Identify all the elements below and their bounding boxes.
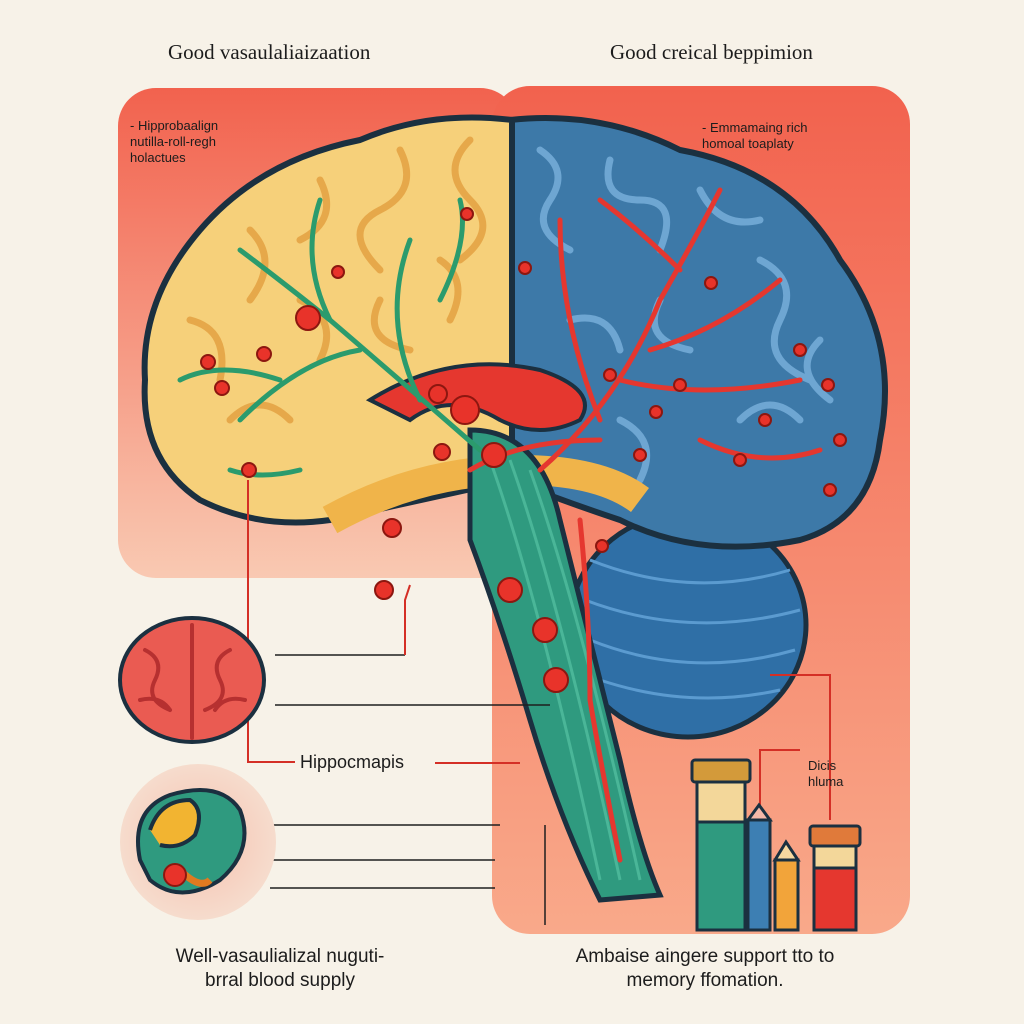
- left-panel-title: Good vasaulaliaizaation: [168, 40, 371, 64]
- hippocampus-icon: [120, 764, 276, 920]
- left-panel-note: - Hipprobaalign nutilla-roll-regh holact…: [130, 118, 219, 165]
- left-caption: Well-vasaulializal nuguti- brral blood s…: [175, 946, 385, 991]
- right-panel-note: - Emmamaing rich homoal toaplaty: [702, 120, 808, 151]
- vessel-nodes: [200, 207, 847, 693]
- test-tube-icon: [690, 758, 862, 932]
- right-panel-title: Good creical beppimion: [610, 40, 813, 64]
- right-caption: Ambaise aingere support tto to memory ff…: [575, 946, 835, 991]
- green-vessels: [177, 197, 483, 478]
- red-leader-lines: [247, 480, 831, 840]
- hippocampus-label: Hippocmapis: [297, 752, 408, 773]
- vial-label: Dicis hluma: [808, 758, 844, 789]
- connector-lines: [265, 654, 550, 925]
- red-vessels: [467, 187, 823, 863]
- small-brain-icon: [118, 616, 266, 744]
